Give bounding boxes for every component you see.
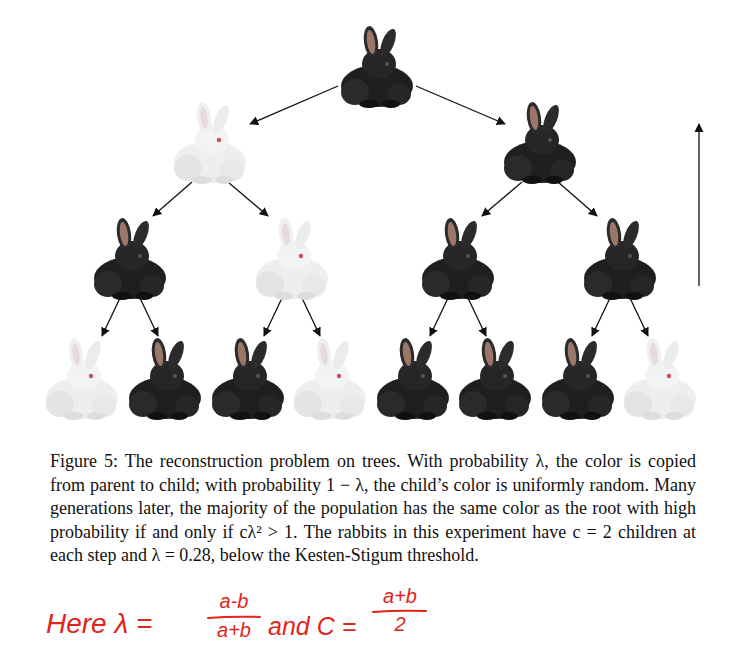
fraction-denominator: a+b [217,619,251,642]
fraction-denominator: 2 [394,613,405,636]
figure-caption: Figure 5: The reconstruction problem on … [50,450,696,568]
fraction-numerator: a-b [220,590,249,613]
time-arrow [698,124,699,286]
handwritten-note: and C = [268,612,356,641]
fraction-numerator: a+b [383,585,417,608]
handwritten-note: Here λ = [46,608,152,640]
tree-arrows [102,86,648,336]
rabbits [46,25,696,420]
